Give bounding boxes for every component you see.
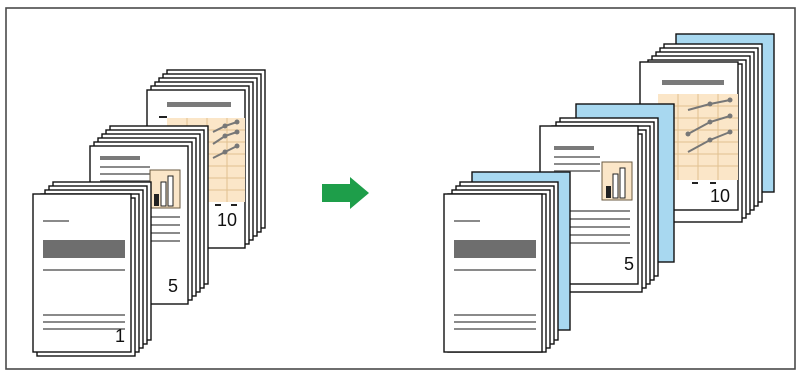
page-number-label: 5 — [168, 276, 178, 296]
frame-border — [5, 7, 796, 370]
bar-chart-icon — [601, 161, 633, 201]
page-number-label: 10 — [217, 210, 237, 230]
page-number-label: 10 — [710, 186, 730, 206]
before-text-page: 1 — [32, 193, 132, 353]
page-number-label: 5 — [624, 254, 634, 274]
before-stack-1: 1 — [32, 181, 152, 357]
after-chart-page: 10 — [639, 61, 739, 211]
page-number-label: 1 — [115, 326, 125, 346]
after-text-page — [443, 193, 543, 353]
right-arrow-icon — [322, 177, 369, 209]
after-stack-10: 10 — [639, 33, 775, 223]
bar-chart-icon — [149, 169, 181, 209]
after-stack-1 — [443, 171, 571, 353]
